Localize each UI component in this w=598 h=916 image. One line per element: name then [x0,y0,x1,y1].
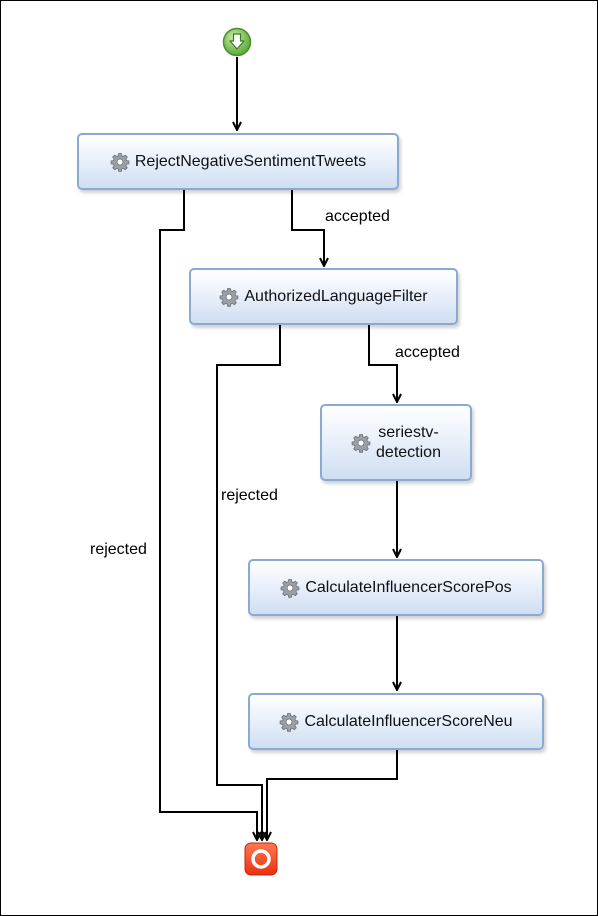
edge-label-rejected: rejected [221,487,278,504]
gear-icon [280,712,299,732]
stop-icon [244,842,278,876]
edge-label-rejected: rejected [90,541,147,558]
gear-icon [220,287,239,307]
gear-icon [351,433,371,453]
edge-neu-to-end [267,750,398,840]
task-label: seriestv- detection [376,423,441,461]
task-calculate-influencer-score-pos[interactable]: CalculateInfluencerScorePos [248,559,544,616]
task-authorized-language-filter[interactable]: AuthorizedLanguageFilter [189,268,458,325]
gear-icon [110,152,130,172]
edge-label-accepted: accepted [395,344,460,361]
task-label: CalculateInfluencerScorePos [305,578,512,596]
edge-language-accepted [368,325,397,402]
gear-icon [281,578,300,598]
edge-language-rejected [216,325,281,840]
edge-reject-rejected [159,190,257,840]
task-reject-negative-sentiment-tweets[interactable]: RejectNegativeSentimentTweets [77,133,399,190]
task-label: CalculateInfluencerScoreNeu [304,712,513,730]
start-node[interactable] [222,27,252,57]
end-node[interactable] [244,842,278,876]
edge-reject-accepted [291,190,324,266]
task-calculate-influencer-score-neu[interactable]: CalculateInfluencerScoreNeu [248,693,544,750]
task-seriestv-detection[interactable]: seriestv- detection [320,404,472,481]
task-label: RejectNegativeSentimentTweets [134,152,367,170]
edge-label-accepted: accepted [325,208,390,225]
task-label: AuthorizedLanguageFilter [244,287,428,305]
down-arrow-icon [222,27,252,57]
